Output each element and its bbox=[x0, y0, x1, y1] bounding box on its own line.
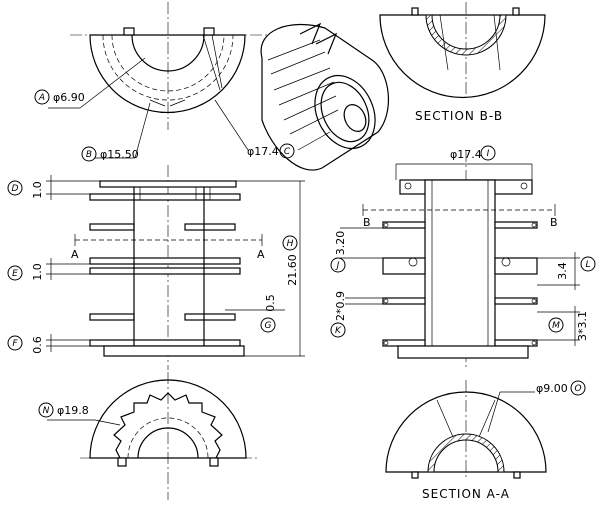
label-k-callout: 2*0.9 K bbox=[330, 291, 347, 338]
label-i-letter: I bbox=[487, 149, 490, 159]
bottom-view bbox=[47, 372, 260, 500]
label-e-value: 1.0 bbox=[31, 263, 44, 281]
cut-b-right: B bbox=[550, 216, 558, 229]
label-f-callout: F 0.6 bbox=[7, 335, 44, 354]
label-d-letter: D bbox=[12, 184, 19, 194]
section-a-a-title: SECTION A-A bbox=[422, 487, 510, 501]
label-o-value: φ9.00 bbox=[536, 382, 568, 395]
label-m-value: 3*3.1 bbox=[576, 311, 589, 341]
label-d-value: 1.0 bbox=[31, 181, 44, 199]
label-j-letter: J bbox=[335, 261, 340, 271]
label-b-value: φ15.50 bbox=[100, 148, 139, 161]
label-g-value: 0.5 bbox=[264, 294, 277, 312]
label-k-letter: K bbox=[335, 326, 342, 336]
label-b-letter: B bbox=[86, 150, 92, 160]
label-a-letter: A bbox=[38, 93, 45, 103]
label-a-callout: A φ6.90 bbox=[34, 89, 85, 105]
label-h-value: 21.60 bbox=[286, 254, 299, 286]
label-m-callout: M 3*3.1 bbox=[548, 311, 589, 341]
label-i-callout: φ17.4 I bbox=[450, 145, 496, 161]
label-n-callout: N φ19.8 bbox=[38, 402, 89, 418]
label-o-letter: O bbox=[574, 384, 581, 394]
label-d-callout: D 1.0 bbox=[7, 180, 44, 199]
label-l-letter: L bbox=[585, 260, 590, 270]
cut-b-left: B bbox=[363, 216, 371, 229]
label-i-value: φ17.4 bbox=[450, 148, 482, 161]
label-l-callout: L 3.4 bbox=[556, 256, 596, 280]
top-view bbox=[48, 2, 268, 159]
label-m-letter: M bbox=[552, 321, 560, 331]
label-c-letter: C bbox=[284, 147, 291, 157]
section-a-a-view: SECTION A-A bbox=[385, 380, 547, 501]
label-n-value: φ19.8 bbox=[57, 404, 89, 417]
label-b-callout: B φ15.50 bbox=[81, 146, 139, 162]
section-b-b-view: SECTION B-B bbox=[379, 2, 546, 123]
label-g-letter: G bbox=[265, 321, 272, 331]
label-e-callout: E 1.0 bbox=[7, 263, 44, 281]
label-h-letter: H bbox=[287, 239, 294, 249]
label-a-value: φ6.90 bbox=[53, 91, 85, 104]
isometric-view bbox=[260, 22, 390, 171]
label-e-letter: E bbox=[12, 269, 18, 279]
label-h-callout: H 21.60 bbox=[282, 235, 299, 286]
label-c-callout: φ17.4 C bbox=[247, 143, 295, 159]
label-f-letter: F bbox=[12, 339, 18, 349]
side-section-view: B B bbox=[340, 150, 580, 370]
front-view: A A bbox=[46, 165, 305, 370]
section-b-b-title: SECTION B-B bbox=[415, 109, 503, 123]
label-c-value: φ17.4 bbox=[247, 145, 279, 158]
cut-a-right: A bbox=[257, 248, 265, 261]
label-f-value: 0.6 bbox=[31, 336, 44, 354]
label-o-callout: φ9.00 O bbox=[536, 380, 586, 396]
label-n-letter: N bbox=[43, 406, 50, 416]
label-j-callout: 3.20 J bbox=[330, 231, 347, 273]
label-l-value: 3.4 bbox=[556, 262, 569, 280]
label-g-callout: 0.5 G bbox=[260, 294, 277, 333]
cut-a-left: A bbox=[71, 248, 79, 261]
label-k-value: 2*0.9 bbox=[334, 291, 347, 321]
label-j-value: 3.20 bbox=[334, 231, 347, 256]
